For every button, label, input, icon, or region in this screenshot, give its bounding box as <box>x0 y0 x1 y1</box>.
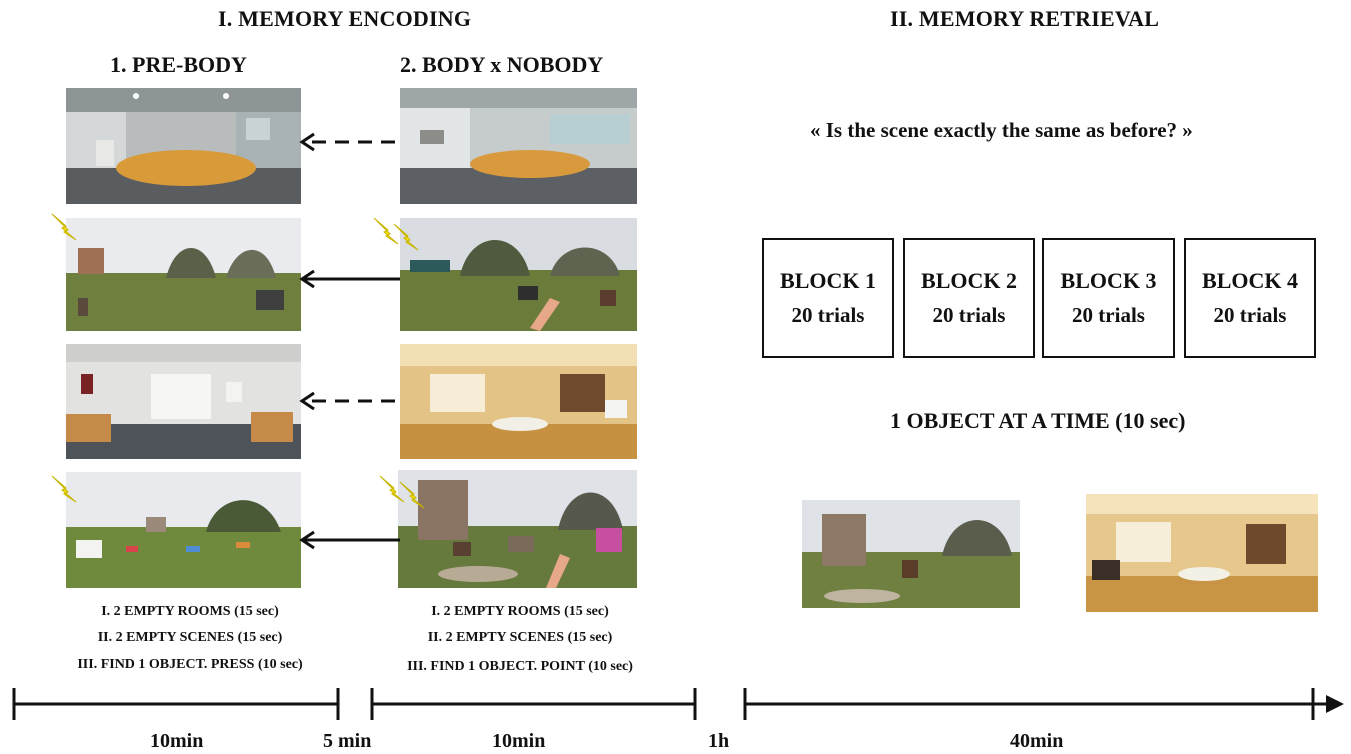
prebody-caption-3: III. FIND 1 OBJECT. PRESS (10 sec) <box>77 657 303 672</box>
block-4-name: BLOCK 4 <box>1202 268 1298 293</box>
timeline-label-body: 10min <box>492 730 546 752</box>
block-2-name: BLOCK 2 <box>921 268 1017 293</box>
body-scene-1-image <box>400 218 637 331</box>
prebody-scene-2-image <box>66 472 301 588</box>
retrieval-scene-image <box>802 500 1020 608</box>
solid-arrow-left-icon <box>299 269 400 289</box>
block-3-trials: 20 trials <box>1072 303 1145 327</box>
dashed-arrow-left-icon <box>299 132 400 152</box>
prebody-room-2-image <box>66 344 301 459</box>
block-4-trials: 20 trials <box>1213 303 1287 327</box>
retrieval-question: « Is the scene exactly the same as befor… <box>810 118 1193 142</box>
body-caption-2: II. 2 EMPTY SCENES (15 sec) <box>427 630 613 645</box>
prebody-scene-1-image <box>66 218 301 331</box>
body-room-1-image <box>400 88 637 204</box>
prebody-caption-1: I. 2 EMPTY ROOMS (15 sec) <box>101 604 279 619</box>
block-1-box: BLOCK 1 20 trials <box>762 238 894 358</box>
body-room-2-image <box>400 344 637 459</box>
prebody-heading: 1. PRE-BODY <box>110 52 247 77</box>
timeline <box>12 688 1344 720</box>
lightning-bolt-icon-double <box>373 217 419 251</box>
body-heading: 2. BODY x NOBODY <box>400 52 604 77</box>
lightning-bolt-icon-double <box>379 475 425 509</box>
block-2-box: BLOCK 2 20 trials <box>903 238 1035 358</box>
timeline-label-prebody: 10min <box>150 730 204 752</box>
lightning-bolt-icon <box>51 475 77 503</box>
block-2-trials: 20 trials <box>932 303 1006 327</box>
block-1-name: BLOCK 1 <box>780 268 876 293</box>
block-3-name: BLOCK 3 <box>1060 268 1157 293</box>
timeline-label-delay: 1h <box>708 730 730 752</box>
timeline-arrowhead-icon <box>1326 695 1344 713</box>
timeline-label-retrieval: 40min <box>1010 730 1064 752</box>
block-4-box: BLOCK 4 20 trials <box>1184 238 1316 358</box>
prebody-caption-2: II. 2 EMPTY SCENES (15 sec) <box>97 630 283 645</box>
object-note: 1 OBJECT AT A TIME (10 sec) <box>890 408 1186 433</box>
solid-arrow-left-icon <box>299 530 400 550</box>
retrieval-title: II. MEMORY RETRIEVAL <box>890 6 1160 31</box>
timeline-label-break: 5 min <box>323 730 372 752</box>
body-caption-1: I. 2 EMPTY ROOMS (15 sec) <box>431 604 609 619</box>
prebody-room-1-image <box>66 88 301 204</box>
body-caption-3: III. FIND 1 OBJECT. POINT (10 sec) <box>407 659 633 674</box>
dashed-arrow-left-icon <box>299 391 400 411</box>
block-3-box: BLOCK 3 20 trials <box>1042 238 1175 358</box>
retrieval-room-image <box>1086 494 1318 612</box>
encoding-title: I. MEMORY ENCODING <box>218 6 472 31</box>
lightning-bolt-icon <box>51 213 77 241</box>
body-scene-2-image <box>398 470 637 588</box>
block-1-trials: 20 trials <box>791 303 865 327</box>
